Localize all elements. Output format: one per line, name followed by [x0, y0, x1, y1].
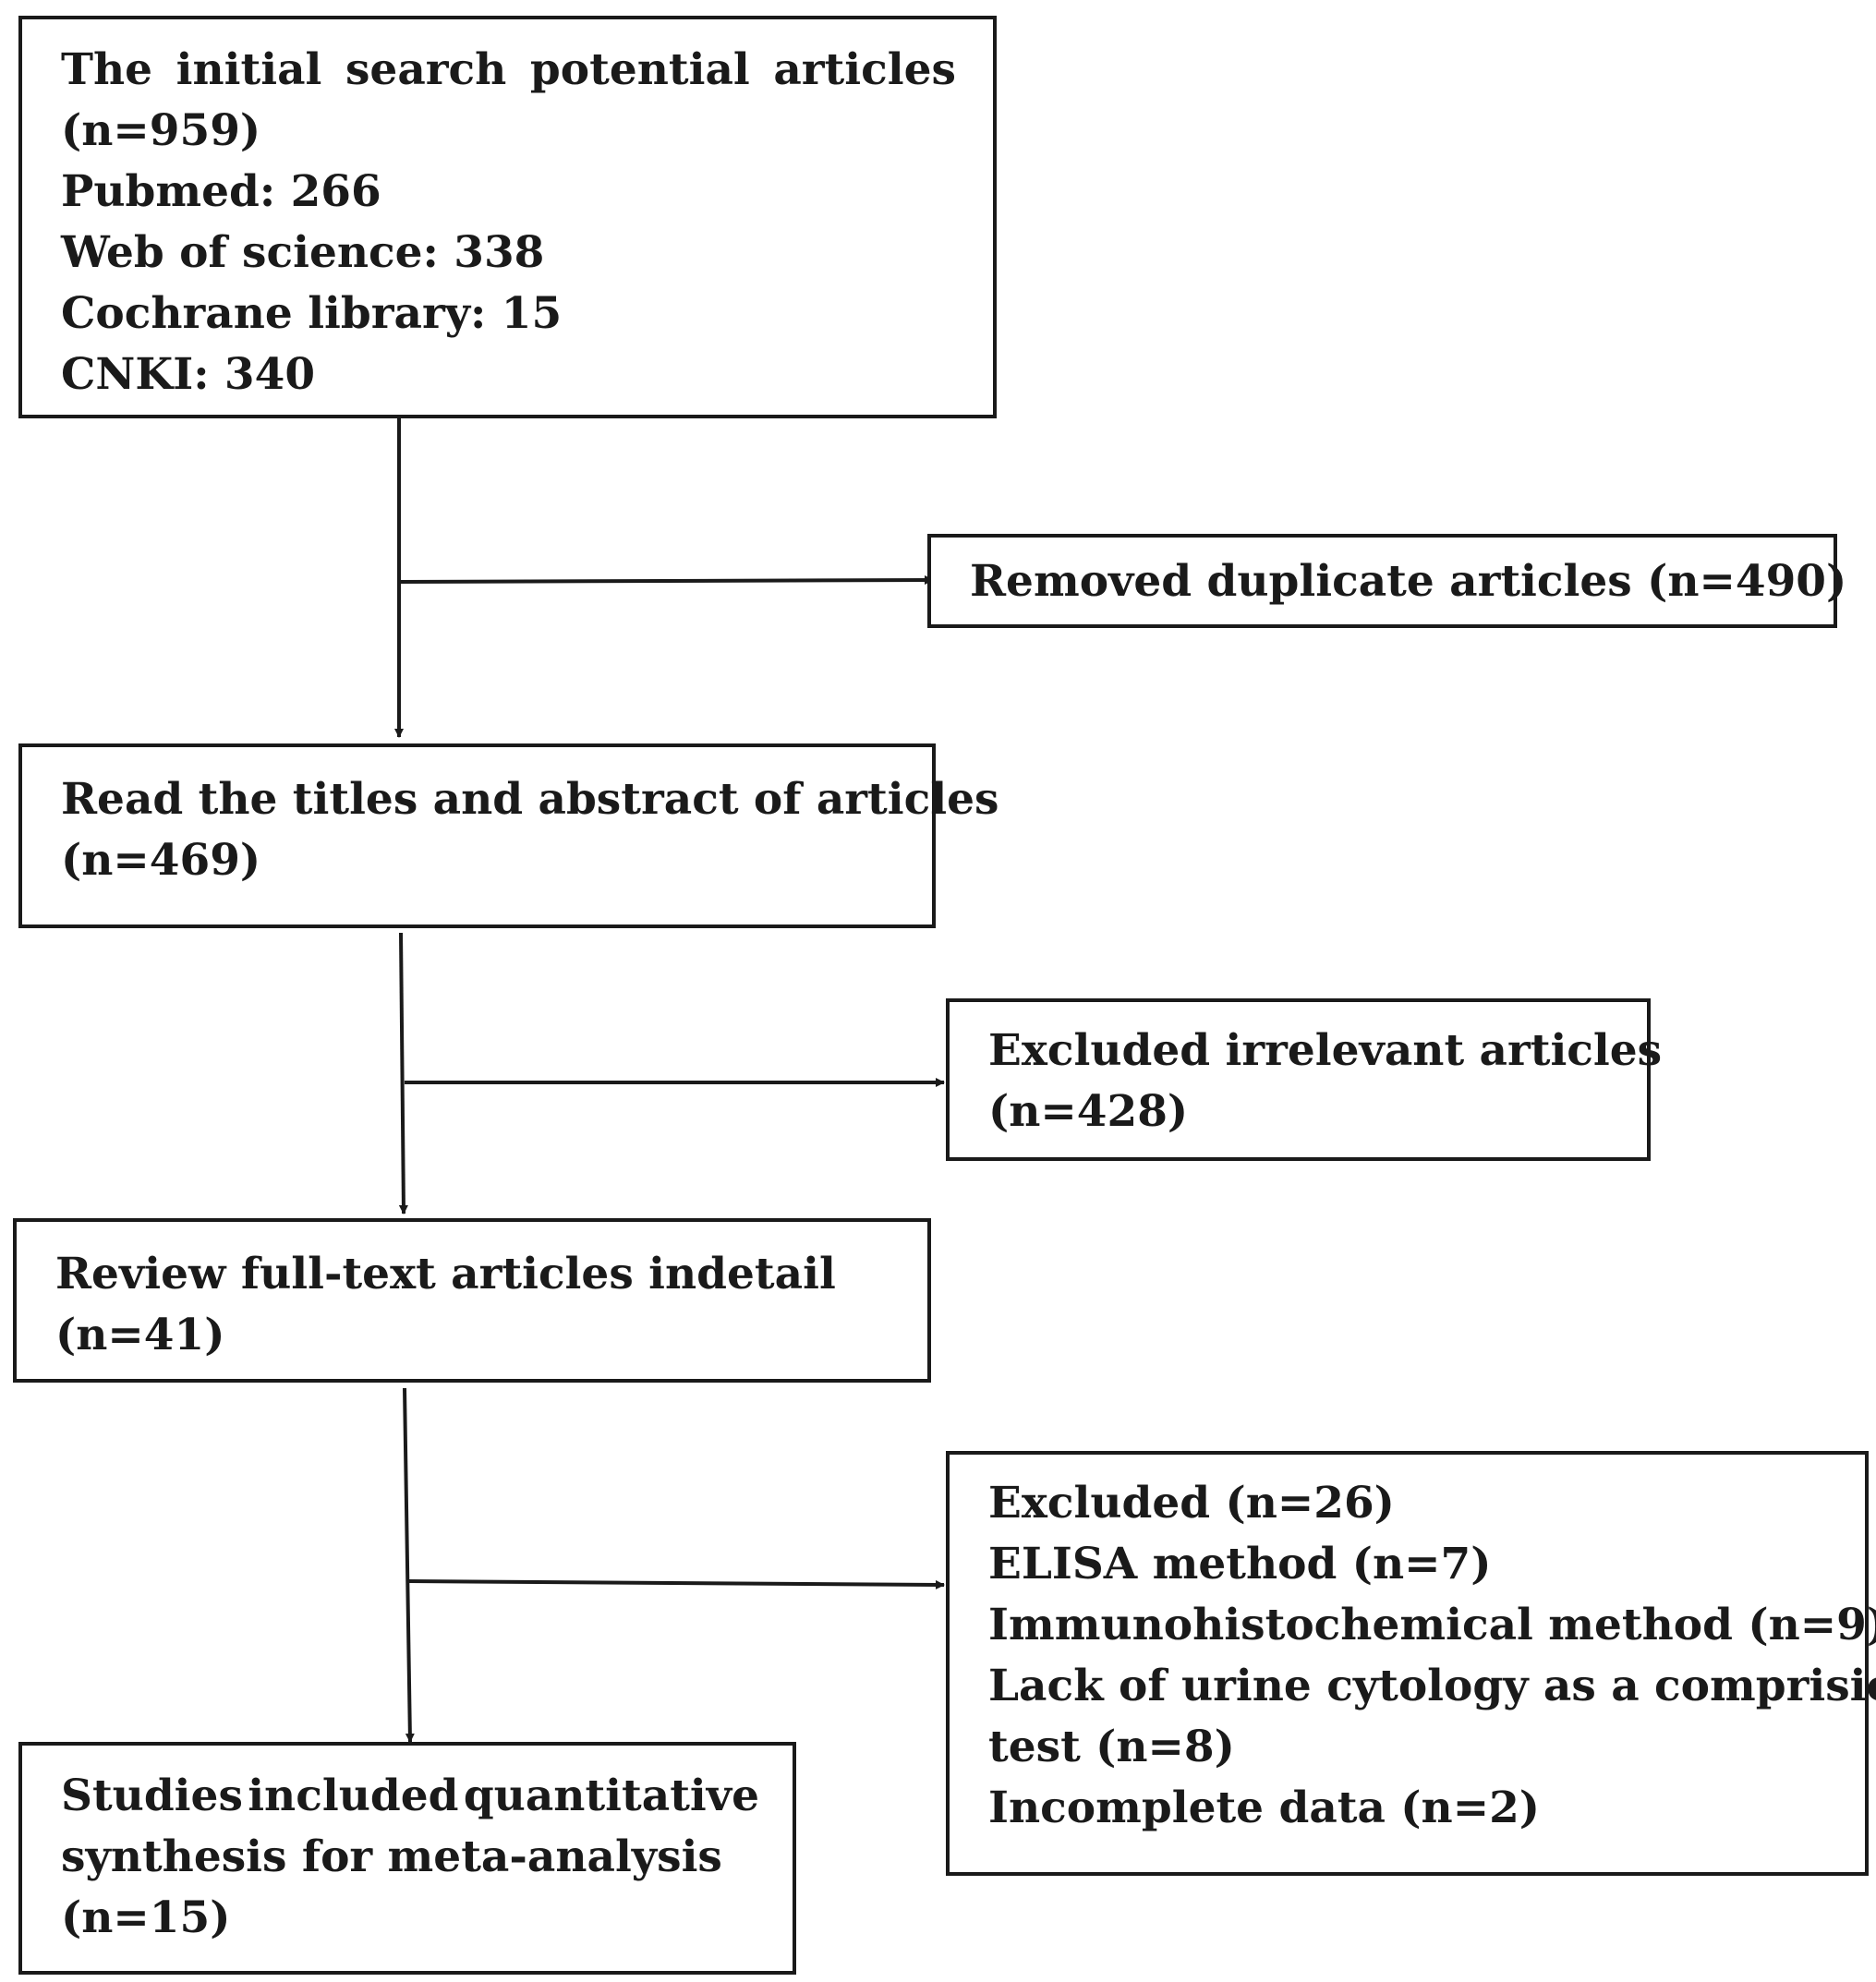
studies-included-count: (n=15) — [61, 1892, 231, 1943]
studies-word: included — [248, 1771, 459, 1821]
box-initial-search: The initial search potential articles (n… — [18, 16, 997, 418]
excluded-irrelevant-text: Excluded irrelevant articles — [988, 1025, 1663, 1076]
arrow-fulltext-to-included — [403, 1387, 415, 1743]
title-word: search — [345, 44, 507, 95]
box-excluded-irrelevant: Excluded irrelevant articles (n=428) — [946, 998, 1663, 1161]
studies-included-line2: synthesis for meta-analysis — [61, 1831, 722, 1882]
box-full-text-review: Review full-text articles indetail (n=41… — [13, 1218, 931, 1383]
studies-word: quantitative — [463, 1771, 759, 1821]
read-titles-count: (n=469) — [61, 835, 261, 886]
arrow-titles-to-fulltext — [398, 932, 408, 1215]
title-word: articles — [773, 44, 956, 95]
box-excluded-reasons: Excluded (n=26) ELISA method (n=7) Immun… — [946, 1451, 1876, 1876]
excluded-lack-urine-cytology-cont: test (n=8) — [988, 1722, 1235, 1772]
arrow-to-duplicates — [398, 575, 934, 586]
removed-duplicates-text: Removed duplicate articles (n=490) — [970, 556, 1847, 607]
box-read-titles: Read the titles and abstract of articles… — [18, 743, 999, 928]
excluded-lack-urine-cytology: Lack of urine cytology as a comprision — [988, 1661, 1876, 1711]
studies-included-line1: Studies included quantitative — [61, 1766, 759, 1827]
initial-search-title: The initial search potential articles — [61, 40, 956, 101]
source-cochrane: Cochrane library: 15 — [61, 288, 563, 339]
excluded-incomplete-data: Incomplete data (n=2) — [988, 1783, 1541, 1833]
excluded-immunohistochemical: Immunohistochemical method (n=9) — [988, 1600, 1876, 1650]
source-cnki: CNKI: 340 — [61, 349, 316, 400]
source-pubmed: Pubmed: 266 — [61, 166, 381, 217]
box-removed-duplicates: Removed duplicate articles (n=490) — [927, 534, 1847, 628]
arrow-to-excluded — [407, 1579, 945, 1589]
title-word: potential — [529, 44, 750, 95]
excluded-elisa: ELISA method (n=7) — [988, 1539, 1492, 1589]
initial-search-count: (n=959) — [61, 105, 261, 156]
title-word: initial — [175, 44, 322, 95]
box-studies-included: Studies included quantitative synthesis … — [18, 1742, 796, 1975]
studies-word: Studies — [61, 1771, 243, 1821]
excluded-irrelevant-count: (n=428) — [988, 1086, 1189, 1137]
full-text-review-text: Review full-text articles indetail — [55, 1249, 836, 1299]
full-text-review-count: (n=41) — [55, 1310, 225, 1360]
read-titles-text: Read the titles and abstract of articles — [61, 774, 999, 825]
title-word: The — [61, 44, 153, 95]
excluded-total: Excluded (n=26) — [988, 1478, 1395, 1529]
source-web-of-science: Web of science: 338 — [61, 227, 545, 278]
